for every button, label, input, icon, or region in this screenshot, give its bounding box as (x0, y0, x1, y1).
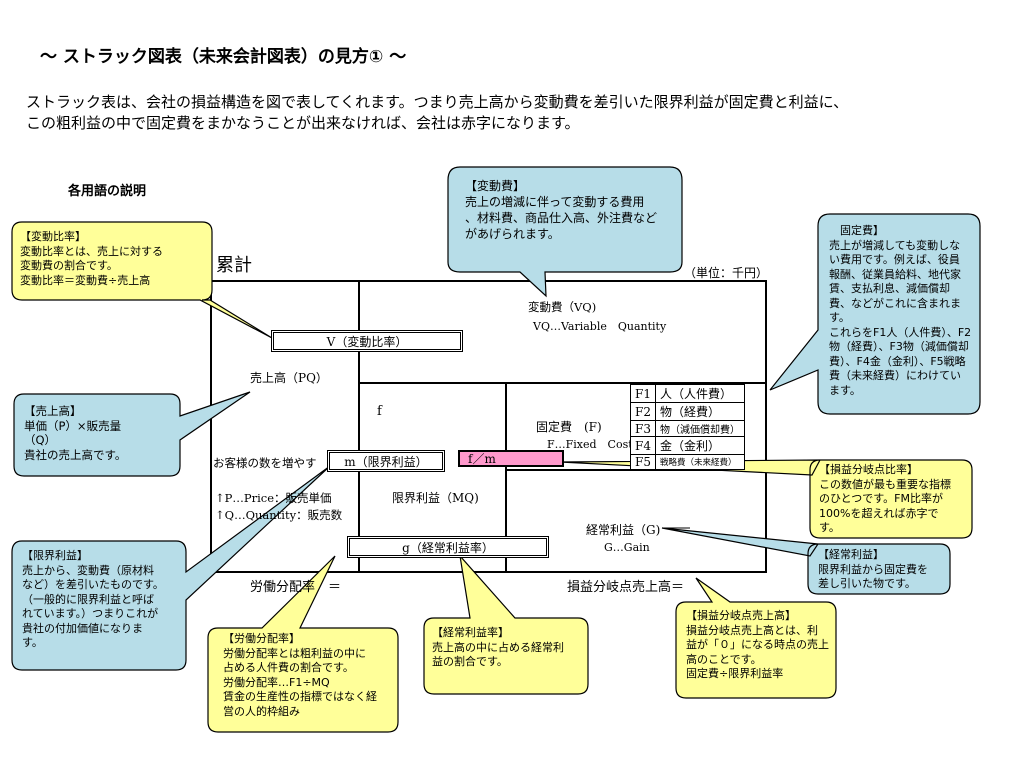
callout-keijou-riekiritsu: 【経常利益率】 売上高の中に占める経常利 益の割合です。 (432, 626, 564, 668)
fixed-cost-en: F…Fixed Cost (547, 438, 633, 451)
fixed-label: 物（減価償却費） (654, 420, 745, 437)
callout-henkou-hiritsu: 【変動比率】 変動比率とは、売上に対する 変動費の割合です。 変動比率＝変動費÷… (20, 230, 163, 287)
fixed-code: F5 (630, 454, 656, 470)
labor-ratio-label: 労働分配率 ＝ (250, 580, 342, 595)
fixed-label: 戦略費（未来経費） (654, 454, 745, 470)
callout-keijou-rieki-shape (661, 527, 951, 595)
callout-henkou-hiritsu-shape (11, 221, 273, 339)
fm-box: f／m (458, 450, 564, 467)
fixed-cost-label: 固定費 (F) (536, 420, 602, 434)
unit-label: （単位：千円） (684, 266, 769, 280)
callout-uriagedaka-shape (13, 391, 251, 477)
fixed-label: 金（金利） (654, 436, 745, 455)
p-line: ↑P…Price：販売単価 (215, 491, 332, 505)
m-box: m（限界利益） (327, 450, 445, 472)
fixed-label: 物（経費） (654, 402, 745, 421)
callout-uriagedaka: 【売上高】 単価（P）×販売量 （Q） 貴社の売上高です。 (24, 404, 127, 462)
fixed-code: F1 (630, 384, 656, 403)
callout-henkouhi-shape (447, 166, 683, 298)
intro-line-1: ストラック表は、会社の損益構造を図で表してくれます。つまり売上高から変動費を差引… (26, 93, 849, 111)
q-line: ↑Q…Quantity：販売数 (215, 508, 343, 522)
mq-label: 限界利益（MQ) (392, 491, 479, 505)
sales-label: 売上高（PQ） (250, 371, 328, 385)
callout-roudou: 【労働分配率】 労働分配率とは粗利益の中に 占める人件費の割合です。 労働分配率… (223, 632, 377, 718)
v-ratio-box: V（変動比率） (271, 330, 463, 352)
intro-text: ストラック表は、会社の損益構造を図で表してくれます。つまり売上高から変動費を差引… (26, 92, 1006, 134)
g-box: g（経常利益率） (347, 536, 549, 558)
callout-koteihi-shape (769, 213, 981, 415)
variable-cost-label: 変動費（VQ) (528, 300, 597, 314)
callout-sonneki-ratio: 【損益分岐点比率】 この数値が最も重要な指標 のひとつです。FM比率が 100%… (819, 463, 951, 534)
fixed-code: F2 (630, 402, 656, 421)
fixed-code: F4 (630, 436, 656, 455)
f-small-label: f (377, 404, 382, 419)
section-label: 各用語の説明 (68, 184, 147, 199)
cumulative-label: 累計 (216, 255, 252, 276)
callout-roudou-shape (207, 555, 399, 733)
callout-sonneki-ratio-shape (559, 459, 973, 539)
callout-keijou-riekiritsu-shape (423, 554, 589, 695)
gain-en: G…Gain (604, 541, 650, 554)
callout-keijou-rieki: 【経常利益】 限界利益から固定費を 差し引いた物です。 (818, 548, 928, 590)
callout-sonneki-uriage-shape (675, 577, 837, 699)
outer-frame (210, 280, 767, 573)
callout-genkai-rieki: 【限界利益】 売上から、変動費（原材料 など）を差引いたものです。 （一般的に限… (22, 549, 164, 649)
fixed-label: 人（人件費） (654, 384, 745, 403)
callout-henkouhi: 【変動費】 売上の増減に伴って変動する費用 、材料費、商品仕入高、外注費など が… (465, 179, 658, 241)
intro-line-2: この粗利益の中で固定費をまかなうことが出来なければ、会社は赤字になります。 (26, 114, 580, 132)
page-title: ～ ストラック図表（未来会計図表）の見方① ～ (40, 47, 407, 67)
callout-genkai-rieki-shape (11, 465, 331, 671)
customer-text: お客様の数を増やす (213, 456, 317, 470)
callout-koteihi: 固定費】 売上が増減しても変動しな い費用です。例えば、役員 報酬、従業員給料、… (829, 224, 972, 397)
fixed-code: F3 (630, 420, 656, 437)
variable-cost-en: VQ…Variable Quantity (533, 320, 667, 333)
callout-sonneki-uriage: 【損益分岐点売上高】 損益分岐点売上高とは、利 益が「０」になる時点の売上 高の… (686, 609, 829, 680)
gain-label: 経常利益（G) (586, 523, 661, 537)
bep-sales-label: 損益分岐点売上高＝ (567, 580, 685, 595)
